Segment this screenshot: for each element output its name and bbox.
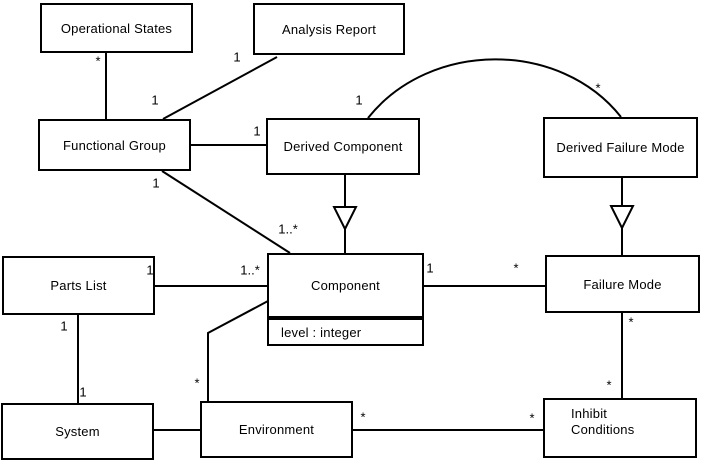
mult-parts-list-end-component-link: 1 [146, 262, 154, 278]
mult-component-end-failure-mode-link: 1 [426, 260, 434, 276]
mult-inhibit-end-failure-mode-link: * [606, 377, 612, 393]
class-name: Component [310, 278, 380, 293]
class-name: Derived Component [283, 139, 403, 154]
class-attribute-compartment: level : integer [269, 318, 422, 344]
class-name: Derived Failure Mode [556, 140, 685, 155]
class-name: Environment [238, 422, 315, 437]
mult-parts-list-end-system-link: 1 [60, 318, 68, 334]
mult-derived-failure-mode-end-arc: * [595, 80, 601, 96]
class-box-parts-list: Parts List [2, 256, 155, 315]
generalization-triangle-icon [609, 205, 635, 231]
class-box-derived-component: Derived Component [266, 118, 420, 175]
class-box-failure-mode: Failure Mode [545, 255, 700, 313]
class-name: Parts List [50, 278, 107, 293]
mult-analysis-report-end: 1 [233, 49, 241, 65]
mult-derived-component-end-functional-group-link: 1 [253, 123, 261, 139]
class-box-environment: Environment [200, 401, 353, 458]
class-name: Functional Group [63, 137, 166, 153]
mult-component-end-functional-group-link: 1..* [278, 221, 298, 237]
mult-operational-states-end: * [95, 53, 101, 69]
mult-inhibit-end-environment-link: * [529, 410, 535, 426]
mult-derived-component-end-arc: 1 [355, 92, 363, 108]
class-box-system: System [1, 403, 154, 460]
mult-component-end-parts-list-link: 1..* [240, 262, 260, 278]
class-box-operational-states: Operational States [40, 3, 193, 53]
class-name: Operational States [60, 20, 173, 36]
edge-functional-group-component [161, 170, 291, 254]
class-box-analysis-report: Analysis Report [253, 3, 405, 55]
class-box-component: Component level : integer [267, 253, 424, 346]
mult-functional-group-end-component-link: 1 [152, 175, 160, 191]
mult-failure-mode-end-component-link: * [513, 260, 519, 276]
mult-functional-group-end-analysis-report-link: 1 [151, 92, 159, 108]
class-box-derived-failure-mode: Derived Failure Mode [543, 117, 698, 178]
edge-analysis-report-functional-group [162, 56, 278, 120]
class-name: Inhibit Conditions [571, 406, 635, 437]
edge-component-environment [207, 300, 269, 401]
class-name-compartment: Component [269, 255, 422, 318]
class-box-functional-group: Functional Group [38, 119, 191, 171]
class-name: Analysis Report [281, 21, 377, 37]
generalization-triangle-icon [332, 206, 358, 232]
mult-failure-mode-end-inhibit-link: * [628, 314, 634, 330]
class-name: Failure Mode [583, 276, 662, 292]
class-name: System [55, 424, 100, 439]
mult-environment-end-component-link: * [194, 375, 200, 391]
mult-system-end-parts-list-link: 1 [79, 384, 87, 400]
mult-environment-end-inhibit-link: * [360, 409, 366, 425]
class-box-inhibit-conditions: Inhibit Conditions [543, 398, 697, 458]
edge-derived-component-derived-failure-mode-arc [367, 58, 622, 119]
class-attribute: level : integer [281, 324, 362, 340]
